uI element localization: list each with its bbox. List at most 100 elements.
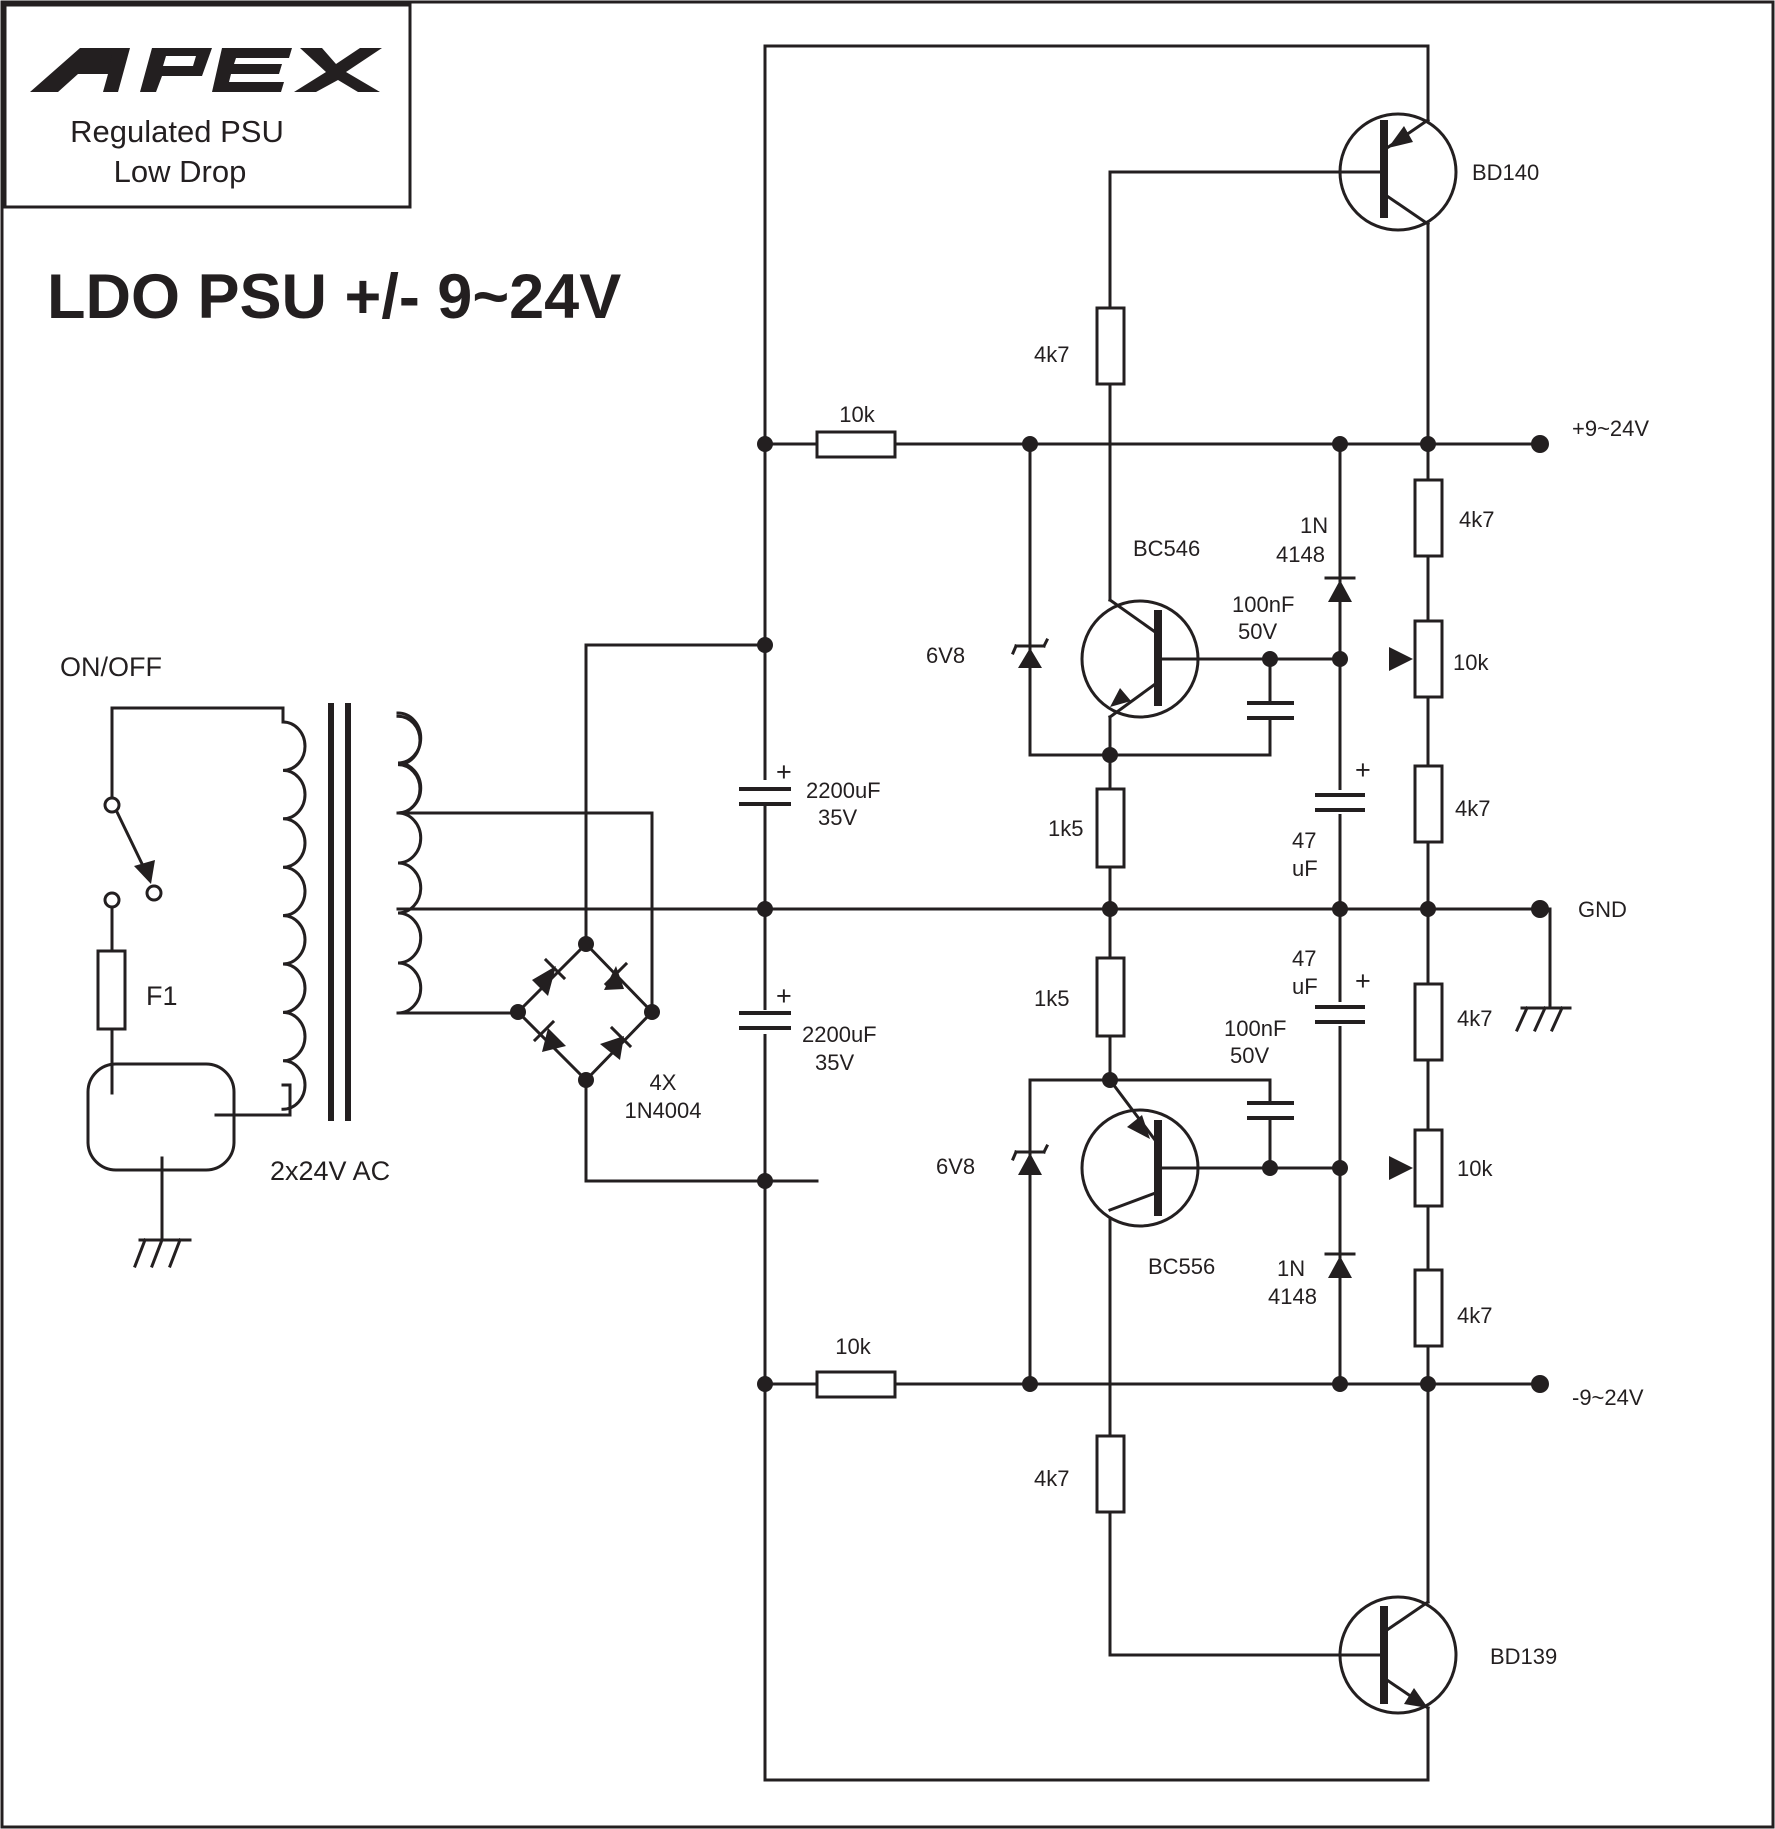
transformer-label: 2x24V AC (270, 1156, 390, 1186)
cap-bottom-47uf: + 47 uF (1292, 946, 1371, 1026)
bridge-part-label: 1N4004 (624, 1098, 701, 1123)
cap-bottom-47-plus: + (1355, 966, 1371, 996)
resistor-div-bottom-lower (1413, 1268, 1444, 1348)
cap-main-bottom-plus: + (776, 981, 792, 1011)
bc546-arrow-icon (1110, 688, 1131, 707)
cap-main-bottom-voltage: 35V (815, 1050, 854, 1075)
divider-top: 4k7 10k 4k7 (1389, 442, 1494, 911)
diode-bottom-line2: 4148 (1268, 1284, 1317, 1309)
mains-plug (86, 1062, 236, 1172)
cap-bottom-small-value: 100nF (1224, 1016, 1286, 1041)
cap-top-47-line2: uF (1292, 856, 1318, 881)
switch-contact-bottom (103, 891, 121, 909)
bridge-diode-icon (600, 1025, 633, 1060)
on-off-label: ON/OFF (60, 652, 162, 682)
cap-bottom-47-line1: 47 (1292, 946, 1316, 971)
r-div-bottom-upper-label: 4k7 (1457, 1006, 1492, 1031)
resistor-div-top-upper (1413, 478, 1444, 558)
cap-main-bottom: + 2200uF 35V (739, 981, 877, 1075)
bridge-count-label: 4X (650, 1070, 677, 1095)
cap-main-top-voltage: 35V (818, 805, 857, 830)
pot-top-wiper-icon (1389, 647, 1413, 671)
header-subtitle-1: Regulated PSU (70, 114, 284, 149)
terminal-gnd (1531, 900, 1549, 918)
zener-bottom-label: 6V8 (936, 1154, 975, 1179)
cap-bottom-small-voltage: 50V (1230, 1043, 1269, 1068)
bc556-label: BC556 (1148, 1254, 1215, 1279)
diode-top-1n4148: 1N 4148 (1276, 513, 1356, 602)
resistor-top-base (1095, 306, 1126, 386)
output-gnd-label: GND (1578, 897, 1627, 922)
bridge-rectifier: 4X 1N4004 (515, 941, 702, 1123)
page-title: LDO PSU +/- 9~24V (47, 262, 621, 332)
cap-top-47uf: + 47 uF (1292, 755, 1371, 881)
header-box: Regulated PSU Low Drop (3, 3, 412, 209)
r-top-feed-label: 10k (839, 402, 875, 427)
diode-bottom-line1: 1N (1277, 1256, 1305, 1281)
r-top-emitter-label: 1k5 (1048, 816, 1083, 841)
bd140-label: BD140 (1472, 160, 1539, 185)
r-bottom-emitter-label: 1k5 (1034, 986, 1069, 1011)
junction-dots (510, 435, 1549, 1393)
cap-main-top-plus: + (776, 757, 792, 787)
pot-top (1413, 619, 1444, 699)
pot-bottom (1413, 1128, 1444, 1208)
pot-bottom-wiper-icon (1389, 1156, 1413, 1180)
r-div-top-lower-label: 4k7 (1455, 796, 1490, 821)
bridge-diode-icon (603, 961, 629, 990)
resistor-bottom-emitter (1095, 956, 1126, 1038)
cap-main-top-value: 2200uF (806, 778, 881, 803)
diode-top-line2: 4148 (1276, 542, 1325, 567)
bc546-label: BC546 (1133, 536, 1200, 561)
zener-bottom: 6V8 (936, 1143, 1050, 1179)
switch-arrow-icon (134, 860, 155, 884)
diode-bottom-1n4148: 1N 4148 (1268, 1252, 1356, 1309)
resistor-top-emitter (1095, 787, 1126, 869)
cap-top-small-value: 100nF (1232, 592, 1294, 617)
transistor-bc546: BC546 (1080, 536, 1342, 720)
fuse-f1 (96, 949, 127, 1031)
r-div-bottom-lower-label: 4k7 (1457, 1303, 1492, 1328)
diode-top-line1: 1N (1300, 513, 1328, 538)
switch-contact-side (145, 884, 163, 902)
resistor-bottom-feed (815, 1370, 897, 1399)
ground-symbol-output (1515, 907, 1572, 1032)
zener-top-label: 6V8 (926, 643, 965, 668)
ground-symbol-mains (133, 1238, 192, 1268)
resistor-bottom-base (1095, 1434, 1126, 1514)
resistor-div-top-lower (1413, 764, 1444, 844)
terminal-positive (1531, 435, 1549, 453)
transistor-bd140: BD140 (1108, 44, 1539, 446)
bc556-arrow-icon (1127, 1115, 1150, 1139)
zener-top: 6V8 (926, 637, 1050, 668)
cap-bottom-47-line2: uF (1292, 974, 1318, 999)
header-subtitle-2: Low Drop (114, 154, 247, 189)
r-bottom-feed-label: 10k (835, 1334, 871, 1359)
bd139-arrow-icon (1404, 1688, 1428, 1708)
output-negative-label: -9~24V (1572, 1385, 1644, 1410)
fuse-label: F1 (146, 981, 178, 1011)
cap-main-top: + 2200uF 35V (739, 757, 881, 830)
cap-top-small-voltage: 50V (1238, 619, 1277, 644)
apex-logo (30, 48, 382, 92)
bridge-diode-icon (532, 957, 567, 996)
transformer: 2x24V AC (270, 703, 423, 1186)
transistor-bc556: BC556 (1080, 1077, 1342, 1279)
transistor-bd139: BD139 (1108, 1382, 1557, 1782)
bridge-diode-icon (532, 1019, 566, 1052)
pot-top-label: 10k (1453, 650, 1489, 675)
r-top-base-label: 4k7 (1034, 342, 1069, 367)
bd140-arrow-icon (1388, 126, 1413, 148)
resistor-top-feed (815, 430, 897, 459)
bd139-label: BD139 (1490, 1644, 1557, 1669)
resistor-div-bottom-upper (1413, 982, 1444, 1062)
pot-bottom-label: 10k (1457, 1156, 1493, 1181)
r-bottom-base-label: 4k7 (1034, 1466, 1069, 1491)
r-div-top-upper-label: 4k7 (1459, 507, 1494, 532)
cap-top-47-plus: + (1355, 755, 1371, 785)
mains-section: ON/OFF F1 (60, 652, 292, 1268)
output-positive-label: +9~24V (1572, 416, 1649, 441)
terminal-negative (1531, 1375, 1549, 1393)
cap-main-bottom-value: 2200uF (802, 1022, 877, 1047)
